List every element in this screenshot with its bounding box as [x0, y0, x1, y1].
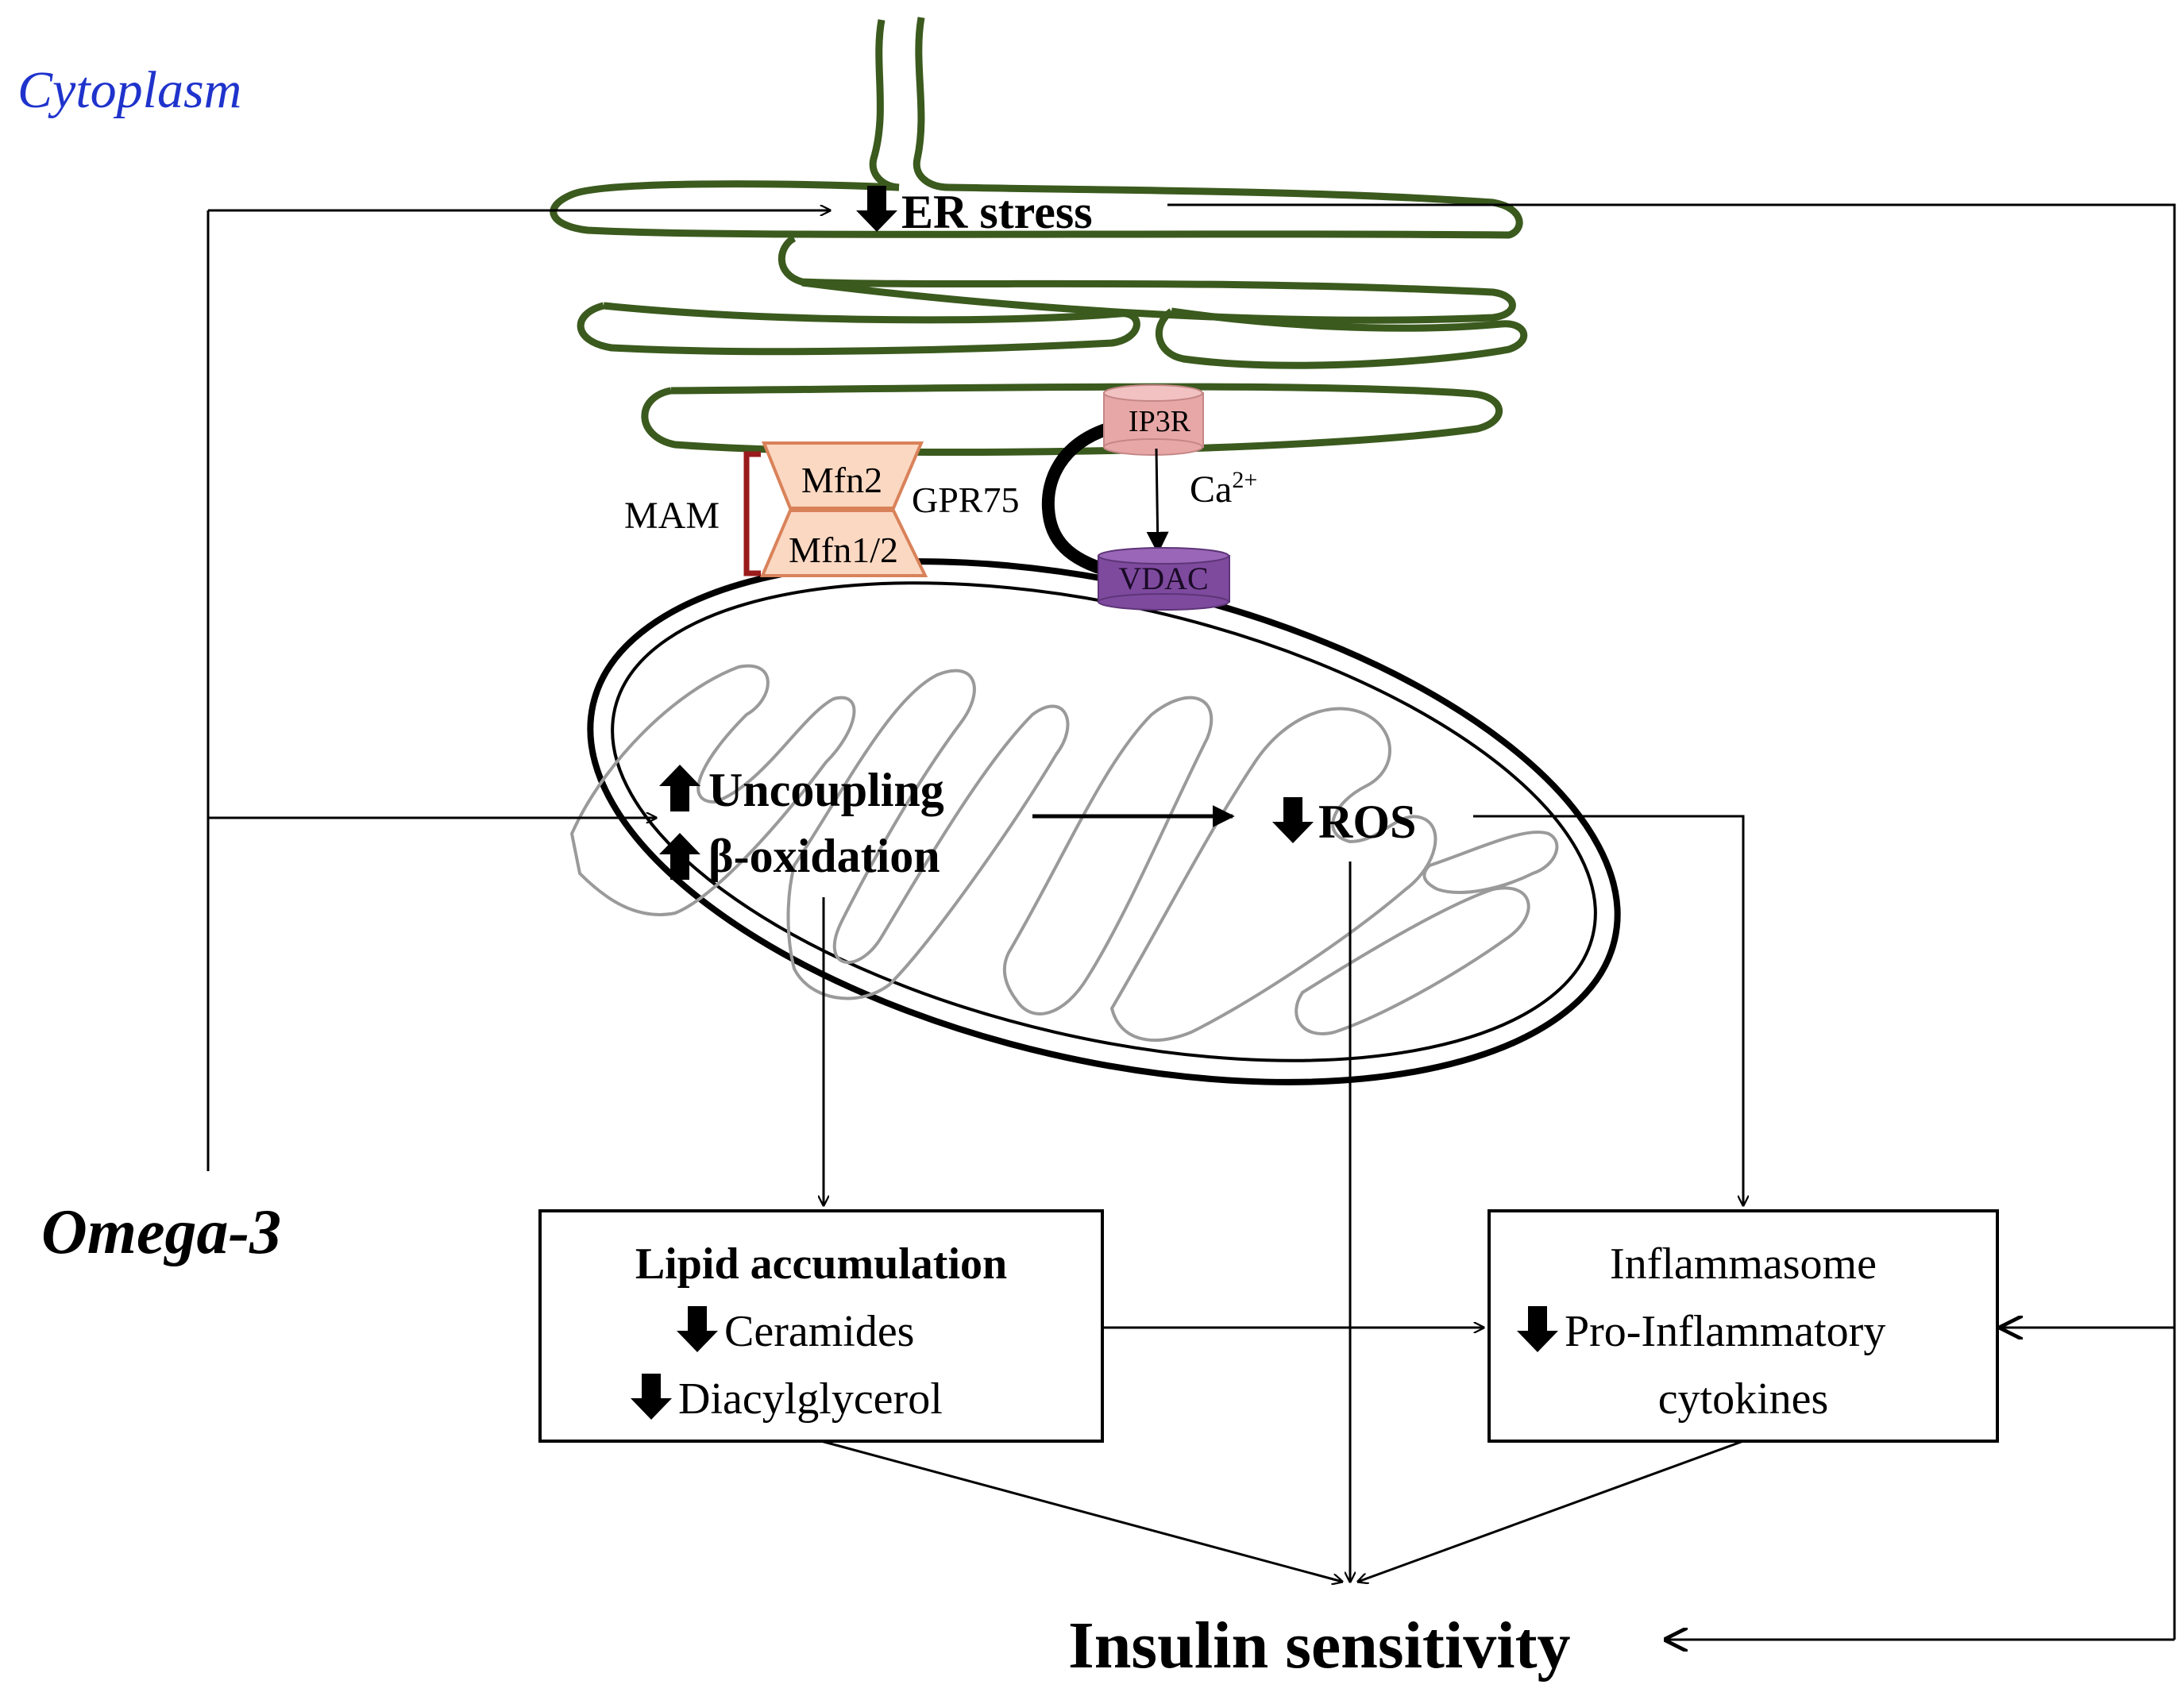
- diacylglycerol-down-arrow: [631, 1374, 672, 1420]
- inflammasome-box: [1488, 1209, 1999, 1443]
- ros-down-arrow: [1272, 797, 1314, 843]
- beta-oxidation-label: β-oxidation: [708, 830, 940, 882]
- mfn2-label: Mfn2: [801, 460, 882, 500]
- ceramides-label: Ceramides: [724, 1307, 914, 1356]
- ros-to-inflammasome-arrow: [1473, 815, 1743, 1205]
- er-stress-down-arrow: [856, 186, 897, 232]
- vdac-label: VDAC: [1118, 561, 1208, 596]
- ip3r-label: IP3R: [1129, 405, 1191, 438]
- calcium-flux-arrow: [1146, 448, 1169, 554]
- mam-bracket: [743, 451, 761, 576]
- inflammasome-box-title: Inflammasome: [1610, 1239, 1877, 1289]
- beta-oxidation-up-arrow: [659, 833, 700, 880]
- vdac-channel: [1098, 547, 1230, 611]
- mfn2-tether: [762, 441, 924, 510]
- mitochondrial-cristae: [570, 664, 1559, 1042]
- mam-label: MAM: [624, 495, 720, 537]
- gpr75-label: GPR75: [912, 480, 1019, 520]
- ros-label: ROS: [1318, 796, 1416, 848]
- er-cistern-3-left: [577, 302, 1140, 356]
- calcium-superscript: 2+: [1232, 467, 1257, 493]
- ceramides-down-arrow: [677, 1306, 718, 1352]
- lipid-accumulation-box: [538, 1209, 1104, 1443]
- pathway-connectors: [206, 203, 2176, 1640]
- pro-inflammatory-down-arrow: [1517, 1306, 1558, 1352]
- er-stress-feedback-line: [1167, 203, 2176, 1640]
- mitochondrion-inner-membrane: [611, 581, 1597, 1062]
- er-cistern-1: [550, 180, 1523, 239]
- mfn12-label: Mfn1/2: [789, 530, 898, 570]
- lipid-to-insulin-arrow: [820, 1440, 1342, 1582]
- pro-inflammatory-label: Pro-Inflammatory: [1565, 1307, 1885, 1356]
- calcium-label: Ca2+: [1190, 467, 1257, 511]
- er-cistern-3-right: [1156, 307, 1528, 369]
- er-cistern-2: [778, 234, 1516, 324]
- lipid-box-title: Lipid accumulation: [635, 1239, 1007, 1289]
- cytoplasm-label: Cytoplasm: [17, 61, 241, 119]
- cytokines-label: cytokines: [1658, 1374, 1829, 1424]
- er-tubule: [869, 17, 950, 191]
- uncoupling-up-arrow: [659, 765, 700, 811]
- gpr75-link: [1041, 422, 1118, 578]
- mfn12-tether: [759, 509, 928, 577]
- insulin-sensitivity-label: Insulin sensitivity: [1068, 1609, 1571, 1683]
- er-cistern-4: [641, 383, 1503, 457]
- omega3-label: Omega-3: [41, 1197, 281, 1267]
- uncoupling-label: Uncoupling: [708, 764, 944, 816]
- ip3r-channel: [1103, 384, 1204, 456]
- endoplasmic-reticulum: [550, 17, 1528, 457]
- er-stress-label: ER stress: [901, 186, 1093, 238]
- inflammasome-to-insulin-arrow: [1358, 1440, 1744, 1582]
- diacylglycerol-label: Diacylglycerol: [678, 1374, 943, 1424]
